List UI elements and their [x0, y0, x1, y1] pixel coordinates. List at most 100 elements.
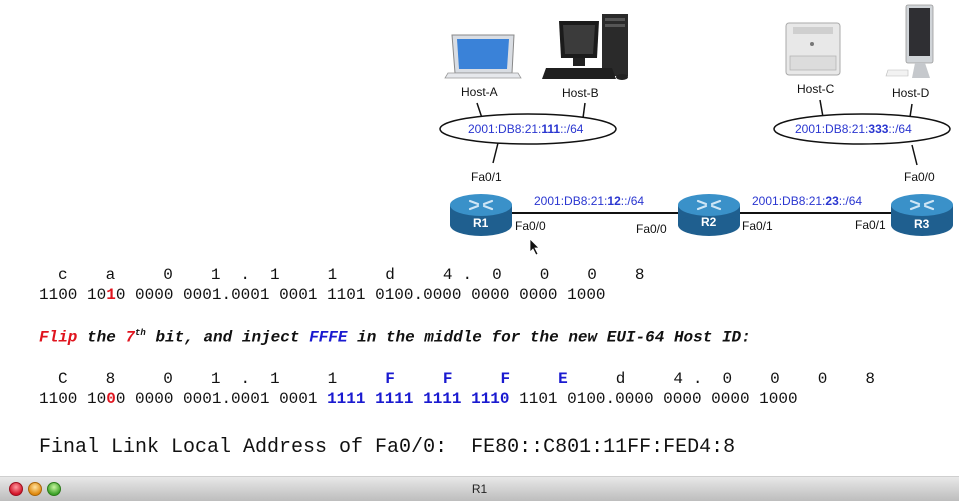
- minimize-button[interactable]: [28, 482, 42, 496]
- link2-prefix-pre: 2001:DB8:21:: [752, 194, 826, 208]
- mac-hex-digit: 0: [587, 266, 597, 284]
- mac-bin-rest: 0000 0001.0001 0001 1101 0100.0000 0000 …: [135, 286, 606, 304]
- mouse-cursor-icon: [529, 238, 540, 256]
- mac-bin-group: 1100: [39, 286, 78, 304]
- eui-hex-digit: 1: [327, 370, 338, 388]
- lan1-prefix: 2001:DB8:21:111::/64: [468, 122, 583, 136]
- router-r1-icon: [450, 194, 512, 236]
- lan2-r3-link: [911, 144, 918, 166]
- router-r3-label: R3: [914, 217, 930, 231]
- host-b-label: Host-B: [562, 86, 599, 100]
- lan1-ellipse: [439, 113, 617, 145]
- mac-hex-dot: .: [240, 266, 251, 284]
- r2-fa0-0-label: Fa0/0: [636, 222, 667, 236]
- eui-hex-fffe-digit: F: [500, 370, 511, 388]
- zoom-button[interactable]: [47, 482, 61, 496]
- eui-hex-digit: C: [58, 370, 68, 388]
- mac-hex-digit: 0: [539, 266, 550, 284]
- link-r1-r2-prefix: 2001:DB8:21:12::/64: [534, 194, 644, 208]
- r3-fa0-1-label: Fa0/1: [855, 218, 886, 232]
- mac-bin-part: 10: [87, 286, 107, 304]
- router-r1-label: R1: [473, 216, 489, 230]
- mac-hex-digit: a: [105, 266, 116, 284]
- lan2-ellipse: [773, 113, 951, 145]
- link1-prefix-pre: 2001:DB8:21:: [534, 194, 608, 208]
- instruction-part: the: [77, 328, 126, 347]
- eui-hex-digit: 1: [270, 370, 280, 388]
- window-title-bar: R1: [0, 476, 959, 501]
- instruction-part: in the middle for the new EUI-64 Host ID…: [347, 328, 751, 347]
- lan1-prefix-bold: 111: [541, 122, 561, 136]
- r3-fa0-0-label: Fa0/0: [904, 170, 935, 184]
- lan1-prefix-post: ::/64: [560, 122, 584, 136]
- lan1-prefix-pre: 2001:DB8:21:: [468, 122, 542, 136]
- eui-hex-dot: .: [240, 370, 251, 388]
- eui-bin-fffe: 1111 1111 1111 1110: [327, 390, 510, 408]
- eui-bin-part: 10: [87, 390, 107, 408]
- mac-hex-digit: 1: [210, 266, 221, 284]
- window-title: R1: [471, 482, 488, 496]
- eui-flipped-bit: 0: [106, 390, 116, 408]
- host-d-label: Host-D: [892, 86, 930, 100]
- ordinal-suffix: th: [135, 328, 146, 338]
- mac-binary-row: 1100 1010 0000 0001.0001 0001 1101 0100.…: [39, 286, 606, 304]
- eui-bin-rest: 1101 0100.0000 0000 0000 1000: [509, 390, 798, 408]
- mac-bin-part: 0: [115, 286, 126, 304]
- host-a-label: Host-A: [461, 85, 498, 99]
- eui-bin-part: 0: [115, 390, 126, 408]
- lan2-prefix-post: ::/64: [888, 122, 912, 136]
- mac-hex-digit: 8: [634, 266, 645, 284]
- host-c-label: Host-C: [797, 82, 835, 96]
- mac-hex-digit: c: [58, 266, 68, 284]
- host-b-link: [582, 102, 586, 119]
- mac-hex-dot: .: [462, 266, 473, 284]
- instruction-text: Flip the 7th bit, and inject FFFE in the…: [39, 328, 751, 346]
- printer-icon: [785, 22, 841, 76]
- network-diagram: [439, 4, 953, 236]
- eui-hex-digit: 0: [163, 370, 173, 388]
- mac-hex-digit: 1: [270, 266, 280, 284]
- mac-flip-bit: 1: [106, 286, 116, 304]
- link1-prefix-post: ::/64: [620, 194, 645, 208]
- eui-hex-digit: 0: [722, 370, 733, 388]
- eui-hex-dot: .: [692, 370, 703, 388]
- eui-hex-digit: 4: [673, 370, 683, 388]
- eui64-binary-row: 1100 1000 0000 0001.0001 0001 1111 1111 …: [39, 390, 798, 408]
- final-address-value: FE80::C801:11FF:FED4:8: [471, 436, 736, 459]
- lan2-prefix-bold: 333: [868, 122, 889, 136]
- seventh-number: 7: [125, 328, 136, 347]
- imac-icon: [885, 4, 934, 78]
- final-address-label: Final Link Local Address of Fa0/0:: [39, 436, 448, 459]
- lan2-prefix-pre: 2001:DB8:21:: [795, 122, 869, 136]
- router-r2-icon: [678, 194, 740, 236]
- eui-hex-digit: 0: [770, 370, 780, 388]
- r1-fa0-1-label: Fa0/1: [471, 170, 502, 184]
- eui-hex-fffe-digit: F: [385, 370, 395, 388]
- r2-fa0-1-label: Fa0/1: [742, 219, 773, 233]
- close-button[interactable]: [9, 482, 23, 496]
- eui-bin-group: 1100: [39, 390, 78, 408]
- link2-prefix-bold: 23: [825, 194, 839, 208]
- host-d-link: [909, 103, 913, 118]
- final-address-line: Final Link Local Address of Fa0/0: FE80:…: [39, 436, 735, 459]
- eui-hex-digit: 0: [817, 370, 828, 388]
- link2-prefix-post: ::/64: [838, 194, 863, 208]
- lan1-r1-link: [492, 142, 499, 164]
- mac-hex-digit: 0: [163, 266, 173, 284]
- eui-hex-digit: 8: [865, 370, 875, 388]
- link-r2-r3-prefix: 2001:DB8:21:23::/64: [752, 194, 862, 208]
- eui-bin-mid: 0000 0001.0001 0001: [125, 390, 328, 408]
- host-c-link: [819, 99, 824, 118]
- flip-word: Flip: [39, 328, 78, 347]
- eui-hex-digit: d: [615, 370, 626, 388]
- router-r3-icon: [891, 194, 953, 236]
- link1-prefix-bold: 12: [607, 194, 621, 208]
- mac-hex-digit: 1: [327, 266, 338, 284]
- eui-hex-fffe-digit: F: [442, 370, 453, 388]
- mac-hex-digit: d: [385, 266, 395, 284]
- desktop-pc-icon: [542, 14, 628, 80]
- lan2-prefix: 2001:DB8:21:333::/64: [795, 122, 912, 136]
- eui-hex-digit: 1: [210, 370, 221, 388]
